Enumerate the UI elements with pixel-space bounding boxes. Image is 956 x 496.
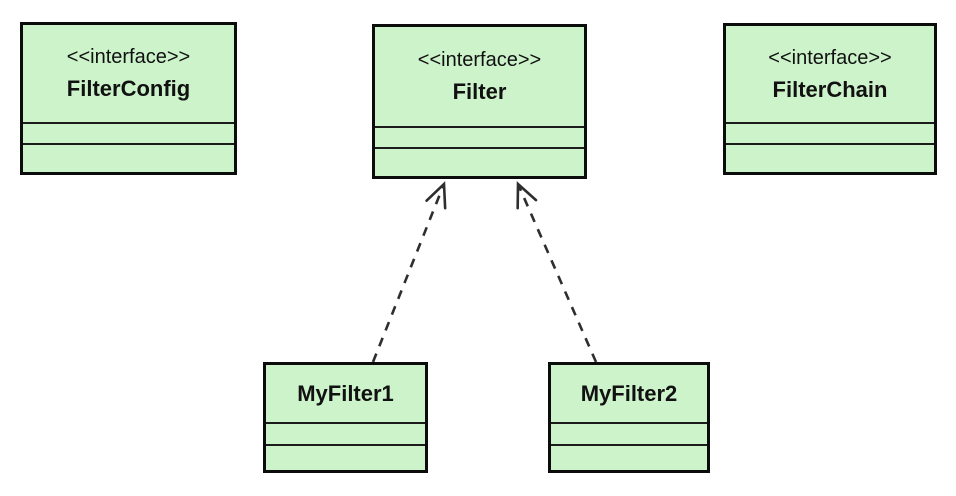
class-box-filter[interactable]: <<interface>> Filter — [372, 24, 587, 179]
class-name-label: MyFilter2 — [580, 380, 678, 406]
class-header: <<interface>> Filter — [375, 27, 584, 126]
realization-arrow-myfilter1-to-filter — [371, 181, 447, 363]
class-name-label: FilterConfig — [66, 76, 191, 101]
class-header: MyFilter2 — [551, 365, 707, 422]
class-box-filterconfig[interactable]: <<interface>> FilterConfig — [20, 22, 237, 175]
stereotype-label: <<interface>> — [417, 49, 542, 71]
methods-compartment — [375, 147, 584, 176]
class-name-label: MyFilter1 — [297, 380, 394, 406]
class-box-myfilter1[interactable]: MyFilter1 — [263, 362, 428, 473]
methods-compartment — [726, 143, 934, 172]
methods-compartment — [23, 143, 234, 172]
attributes-compartment — [375, 126, 584, 147]
attributes-compartment — [726, 122, 934, 143]
class-header: <<interface>> FilterChain — [726, 26, 934, 122]
class-header: MyFilter1 — [266, 365, 425, 422]
attributes-compartment — [551, 422, 707, 444]
realization-arrow-myfilter2-to-filter — [516, 181, 598, 363]
attributes-compartment — [23, 122, 234, 143]
class-name-label: Filter — [452, 79, 507, 104]
stereotype-label: <<interface>> — [768, 46, 892, 69]
methods-compartment — [551, 444, 707, 470]
class-name-label: FilterChain — [772, 76, 888, 102]
stereotype-label: <<interface>> — [66, 46, 191, 68]
class-header: <<interface>> FilterConfig — [23, 25, 234, 122]
class-box-myfilter2[interactable]: MyFilter2 — [548, 362, 710, 473]
class-box-filterchain[interactable]: <<interface>> FilterChain — [723, 23, 937, 175]
methods-compartment — [266, 444, 425, 470]
attributes-compartment — [266, 422, 425, 444]
